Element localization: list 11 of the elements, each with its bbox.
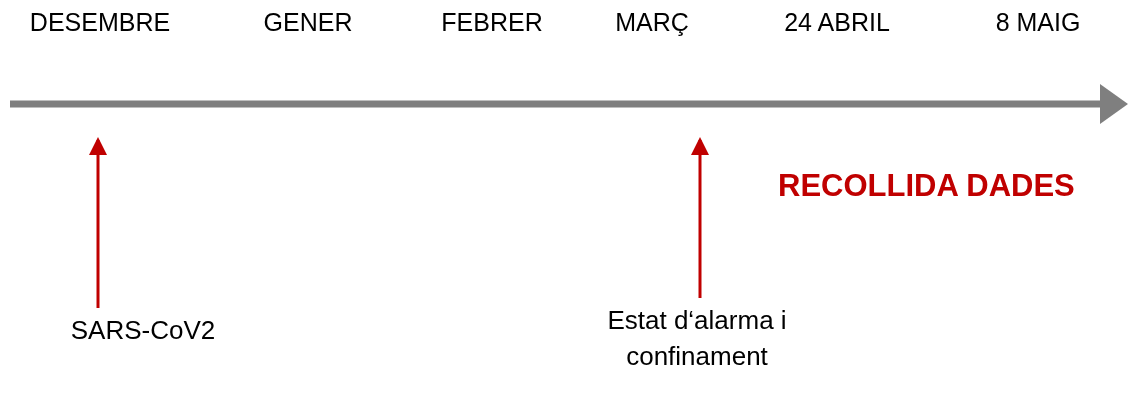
month-label: FEBRER [441,8,543,37]
month-label: DESEMBRE [29,8,171,37]
month-label: 24 ABRIL [784,8,890,37]
month-label: GENER [263,8,353,37]
arrow [89,137,107,308]
event-label: Estat d‘alarma i confinament [602,302,792,374]
month-label: MARÇ [615,8,689,37]
highlight-label: RECOLLIDA DADES [778,168,1075,204]
month-label: 8 MAIG [995,8,1081,37]
event-label: SARS-CoV2 [70,312,216,348]
arrow [691,137,709,298]
